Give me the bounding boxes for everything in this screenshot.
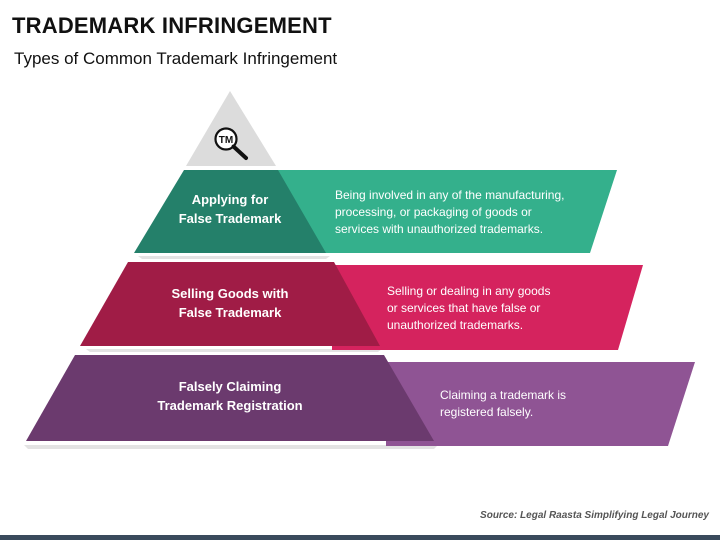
level-2-trapezoid xyxy=(80,262,380,346)
pyramid-apex xyxy=(186,91,276,166)
level-1-banner xyxy=(275,170,617,253)
level-2-banner xyxy=(332,265,643,350)
level-2-shadow xyxy=(86,349,382,352)
page-subtitle: Types of Common Trademark Infringement xyxy=(14,49,338,68)
level-1-description-line: Being involved in any of the manufacturi… xyxy=(335,188,565,202)
page-title: TRADEMARK INFRINGEMENT xyxy=(12,13,332,38)
level-2-description-line: or services that have false or xyxy=(387,301,541,315)
level-3-title-line1: Falsely Claiming xyxy=(178,379,282,394)
level-1-title-line2: False Trademark xyxy=(178,211,282,226)
svg-text:TM: TM xyxy=(219,135,233,146)
level-2-title: Selling Goods with False Trademark xyxy=(150,284,310,322)
level-2-description-line: Selling or dealing in any goods xyxy=(387,284,551,298)
level-3-title: Falsely Claiming Trademark Registration xyxy=(140,377,320,415)
level-3-shadow xyxy=(24,445,438,449)
level-3-title-line2: Trademark Registration xyxy=(157,398,303,413)
level-1-title-line1: Applying for xyxy=(191,192,269,207)
level-2-title-line1: Selling Goods with xyxy=(171,286,289,301)
level-1-title: Applying for False Trademark xyxy=(150,190,310,228)
pyramid-level-1 xyxy=(134,170,617,259)
level-2-description: Selling or dealing in any goods or servi… xyxy=(387,283,550,334)
source-note: Source: Legal Raasta Simplifying Legal J… xyxy=(480,510,709,521)
level-1-description-line: services with unauthorized trademarks. xyxy=(335,222,544,236)
level-3-trapezoid xyxy=(26,355,434,441)
level-3-description: Claiming a trademark is registered false… xyxy=(440,387,566,421)
level-3-description-line: registered falsely. xyxy=(440,405,534,419)
level-3-description-line: Claiming a trademark is xyxy=(440,388,567,402)
pyramid-level-3 xyxy=(24,355,695,449)
bottom-bar xyxy=(0,535,720,540)
level-1-trapezoid xyxy=(134,170,326,253)
trademark-magnifier-icon: TM xyxy=(214,127,248,160)
pyramid-level-2 xyxy=(80,262,643,352)
level-2-title-line2: False Trademark xyxy=(178,305,282,320)
level-2-description-line: unauthorized trademarks. xyxy=(387,318,524,332)
level-1-description-line: processing, or packaging of goods or xyxy=(335,205,532,219)
level-1-shadow xyxy=(138,256,330,259)
level-3-banner xyxy=(386,362,695,446)
level-1-description: Being involved in any of the manufacturi… xyxy=(335,187,564,238)
